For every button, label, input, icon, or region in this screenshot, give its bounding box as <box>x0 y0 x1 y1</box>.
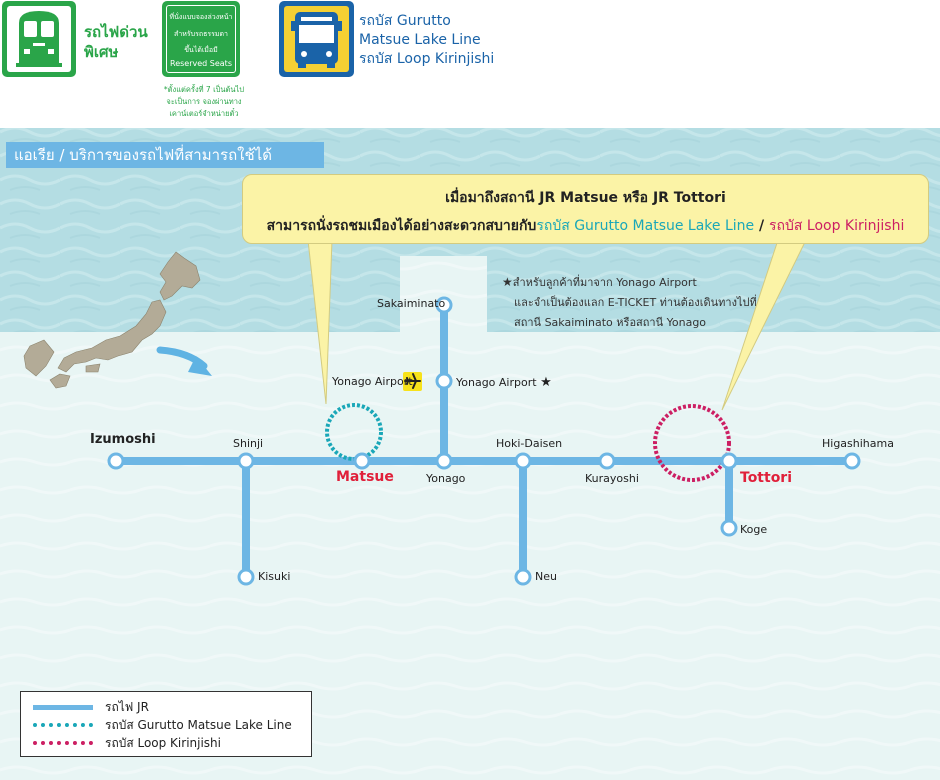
station-kurayoshi-dot <box>598 452 616 470</box>
limited-express-label-line2: พิเศษ <box>84 43 119 61</box>
label-sakaiminato: Sakaiminato <box>377 297 446 310</box>
japan-silhouette <box>23 251 201 389</box>
reserved-sign-line1: ที่นั่งแบบจองล่วงหน้า <box>169 13 233 21</box>
kirinjishi-loop <box>653 404 731 482</box>
station-yonago-airport-dot <box>435 372 453 390</box>
bus-label-line1: รถบัส Gurutto <box>359 13 451 29</box>
reserved-sign-line3: ขึ้นได้เมื่อมี <box>184 46 218 54</box>
limited-express-badge <box>2 1 76 77</box>
header <box>0 0 940 128</box>
station-sakaiminato-dot <box>435 296 453 314</box>
station-izumoshi-dot <box>107 452 125 470</box>
bus-label: รถบัส Gurutto Matsue Lake Line รถบัส Loo… <box>359 12 494 69</box>
limited-express-label: รถไฟด่วน พิเศษ <box>84 22 148 62</box>
bus-label-line2: Matsue Lake Line <box>359 32 481 48</box>
callout-line2-prefix: สามารถนั่งรถชมเมืองได้อย่างสะดวกสบายกับ <box>266 218 537 234</box>
station-yonago-dot <box>435 452 453 470</box>
label-higashihama: Higashihama <box>822 437 894 450</box>
legend-jr-label: รถไฟ JR <box>105 699 149 714</box>
bus-badge <box>279 1 354 77</box>
label-neu: Neu <box>535 570 557 583</box>
airplane-icon <box>403 372 422 391</box>
reserved-sign-en: Reserved Seats <box>170 59 232 68</box>
legend-jr: รถไฟ JR <box>33 699 149 715</box>
airport-note: ★สำหรับลูกค้าที่มาจาก Yonago Airport และ… <box>502 272 757 333</box>
callout-bus1: รถบัส Gurutto Matsue Lake Line <box>536 218 755 234</box>
limited-express-label-line1: รถไฟด่วน <box>84 23 148 41</box>
train-icon <box>7 6 71 72</box>
station-kisuki-dot <box>237 568 255 586</box>
label-hoki-daisen: Hoki-Daisen <box>496 437 563 450</box>
legend-loop-label: รถบัส Loop Kirinjishi <box>105 735 221 750</box>
bus-icon <box>284 6 349 72</box>
callout-sep: / <box>754 218 770 234</box>
note-star-icon: ★ <box>502 275 513 289</box>
legend: รถไฟ JR รถบัส Gurutto Matsue Lake Line ร… <box>20 691 312 757</box>
note-line1: สำหรับลูกค้าที่มาจาก Yonago Airport <box>512 276 697 289</box>
label-matsue: Matsue <box>336 469 394 485</box>
station-higashihama-dot <box>843 452 861 470</box>
label-yonago-airport-right-text: Yonago Airport <box>456 376 537 389</box>
label-kisuki: Kisuki <box>258 570 291 583</box>
legend-jr-swatch <box>33 704 93 710</box>
label-yonago: Yonago <box>426 472 466 485</box>
label-tottori: Tottori <box>740 470 793 486</box>
label-koge: Koge <box>740 523 768 536</box>
callout-line1: เมื่อมาถึงสถานี JR Matsue หรือ JR Tottor… <box>445 190 726 206</box>
label-yonago-airport-right: Yonago Airport ★ <box>456 375 552 390</box>
legend-loop: รถบัส Loop Kirinjishi <box>33 735 221 751</box>
reserved-note-line2: จะเป็นการ จองผ่านทาง <box>166 97 242 106</box>
reserved-seats-note: *ตั้งแต่ครั้งที่ 7 เป็นต้นไป จะเป็นการ จ… <box>148 84 260 120</box>
station-dots <box>107 296 861 586</box>
reserved-note-line3: เคาน์เตอร์จำหน่ายตั๋ว <box>169 109 239 118</box>
label-kurayoshi: Kurayoshi <box>585 472 639 485</box>
note-line3: สถานี Sakaiminato หรือสถานี Yonago <box>514 316 707 329</box>
label-yonago-airport-left: Yonago Airport <box>332 375 413 388</box>
bus-label-line3: รถบัส Loop Kirinjishi <box>359 51 495 67</box>
reserved-note-line1: *ตั้งแต่ครั้งที่ 7 เป็นต้นไป <box>163 85 245 94</box>
station-neu-dot <box>514 568 532 586</box>
callout-line2: สามารถนั่งรถชมเมืองได้อย่างสะดวกสบายกับร… <box>243 215 928 237</box>
reserved-sign-line2: สำหรับรถธรรมดา <box>174 30 228 38</box>
reserved-seats-sign: ที่นั่งแบบจองล่วงหน้า สำหรับรถธรรมดา ขึ้… <box>162 1 240 77</box>
label-shinji: Shinji <box>233 437 264 450</box>
legend-loop-swatch <box>33 741 93 745</box>
airport-star-icon: ★ <box>540 375 552 390</box>
callout-box: เมื่อมาถึงสถานี JR Matsue หรือ JR Tottor… <box>242 174 929 244</box>
station-tottori-dot <box>720 452 738 470</box>
note-line2: และจำเป็นต้องแลก E-TICKET ท่านต้องเดินทา… <box>514 296 757 309</box>
station-matsue-dot <box>353 452 371 470</box>
station-koge-dot <box>720 519 738 537</box>
legend-gurutto-swatch <box>33 723 93 727</box>
station-hoki-daisen-dot <box>514 452 532 470</box>
legend-gurutto: รถบัส Gurutto Matsue Lake Line <box>33 717 292 733</box>
callout-bus2: รถบัส Loop Kirinjishi <box>769 218 905 234</box>
legend-gurutto-label: รถบัส Gurutto Matsue Lake Line <box>105 717 292 732</box>
station-shinji-dot <box>237 452 255 470</box>
label-izumoshi: Izumoshi <box>90 432 156 447</box>
area-title: แอเรีย / บริการของรถไฟที่สามารถใช้ได้ <box>6 142 324 168</box>
